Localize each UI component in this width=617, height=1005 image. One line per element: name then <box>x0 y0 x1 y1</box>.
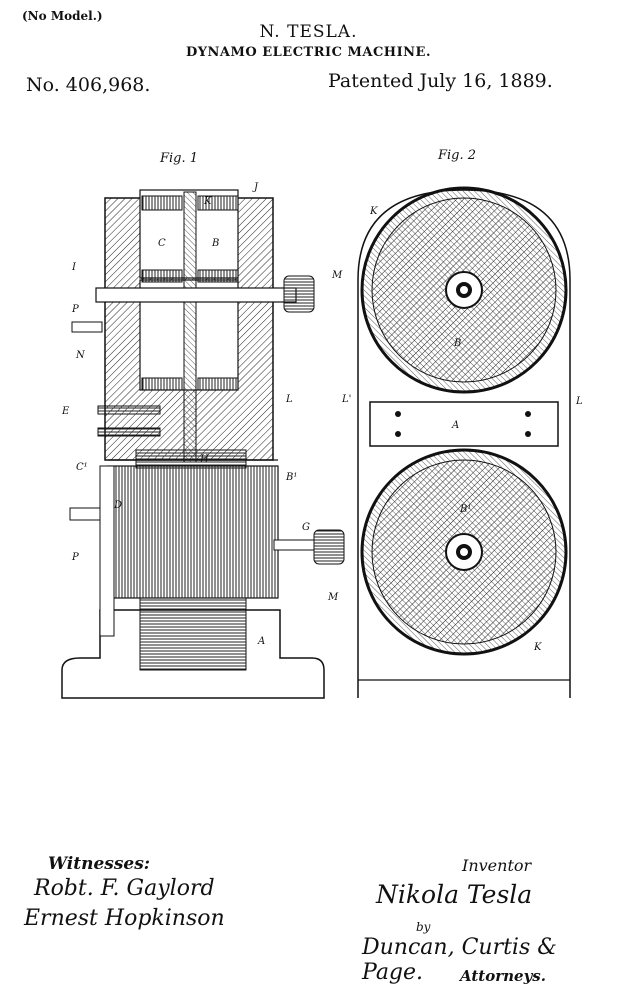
fig1-letter-p2: P <box>71 552 79 563</box>
fig1-letter-m2: M <box>327 592 339 603</box>
fig1-letter-e: E <box>61 406 70 417</box>
patent-drawing: J K C B I M P N L E C¹ H B¹ D G P M A <box>61 182 583 699</box>
fig1-letter-n: N <box>75 350 86 361</box>
fig2-letter-b: B <box>453 338 461 349</box>
fig1-letter-i: I <box>71 262 77 273</box>
attorney-signature: Duncan, Curtis & Page. <box>362 935 557 985</box>
fig1-letter-b1: B¹ <box>285 472 297 483</box>
fig2-letter-l: L <box>575 396 583 407</box>
inventor-signature: Nikola Tesla <box>376 880 533 909</box>
fig2-letter-a: A <box>451 420 459 431</box>
witness-signature-1: Robt. F. Gaylord <box>34 876 215 901</box>
fig2-label: Fig. 2 <box>438 148 477 163</box>
fig2-letter-l1: L' <box>341 394 351 405</box>
attorneys-heading: Attorneys. <box>460 967 546 985</box>
fig1-letter-g: G <box>302 522 310 533</box>
fig1-label: Fig. 1 <box>160 151 199 166</box>
witnesses-heading: Witnesses: <box>48 854 151 874</box>
fig2-letter-k2: K <box>533 642 542 653</box>
patent-title: DYNAMO ELECTRIC MACHINE. <box>185 45 431 60</box>
by-label: by <box>416 920 431 934</box>
fig1-letter-k: K <box>203 196 212 207</box>
fig2-letter-b1: B¹ <box>459 504 471 515</box>
inventor-name: N. TESLA. <box>259 22 358 42</box>
fig1-letter-p: P <box>71 304 79 315</box>
fig1-drawing <box>61 189 345 699</box>
witness-signature-2: Ernest Hopkinson <box>24 906 225 931</box>
fig1-letter-a: A <box>257 636 265 647</box>
fig2-letter-k: K <box>369 206 378 217</box>
no-model-note: (No Model.) <box>22 9 103 23</box>
patent-date: Patented July 16, 1889. <box>328 70 553 92</box>
fig1-letter-l: L <box>285 394 293 405</box>
fig1-letter-m: M <box>331 270 343 281</box>
fig1-letter-j: J <box>252 182 259 193</box>
fig1-letter-d: D <box>113 500 122 511</box>
fig1-letter-b: B <box>211 238 219 249</box>
fig1-letter-h: H <box>199 454 209 465</box>
inventor-heading: Inventor <box>462 856 532 875</box>
fig2-drawing <box>357 186 571 698</box>
fig1-letter-c: C <box>158 238 166 249</box>
patent-number: No. 406,968. <box>26 74 151 96</box>
fig1-letter-c1: C¹ <box>76 462 88 473</box>
